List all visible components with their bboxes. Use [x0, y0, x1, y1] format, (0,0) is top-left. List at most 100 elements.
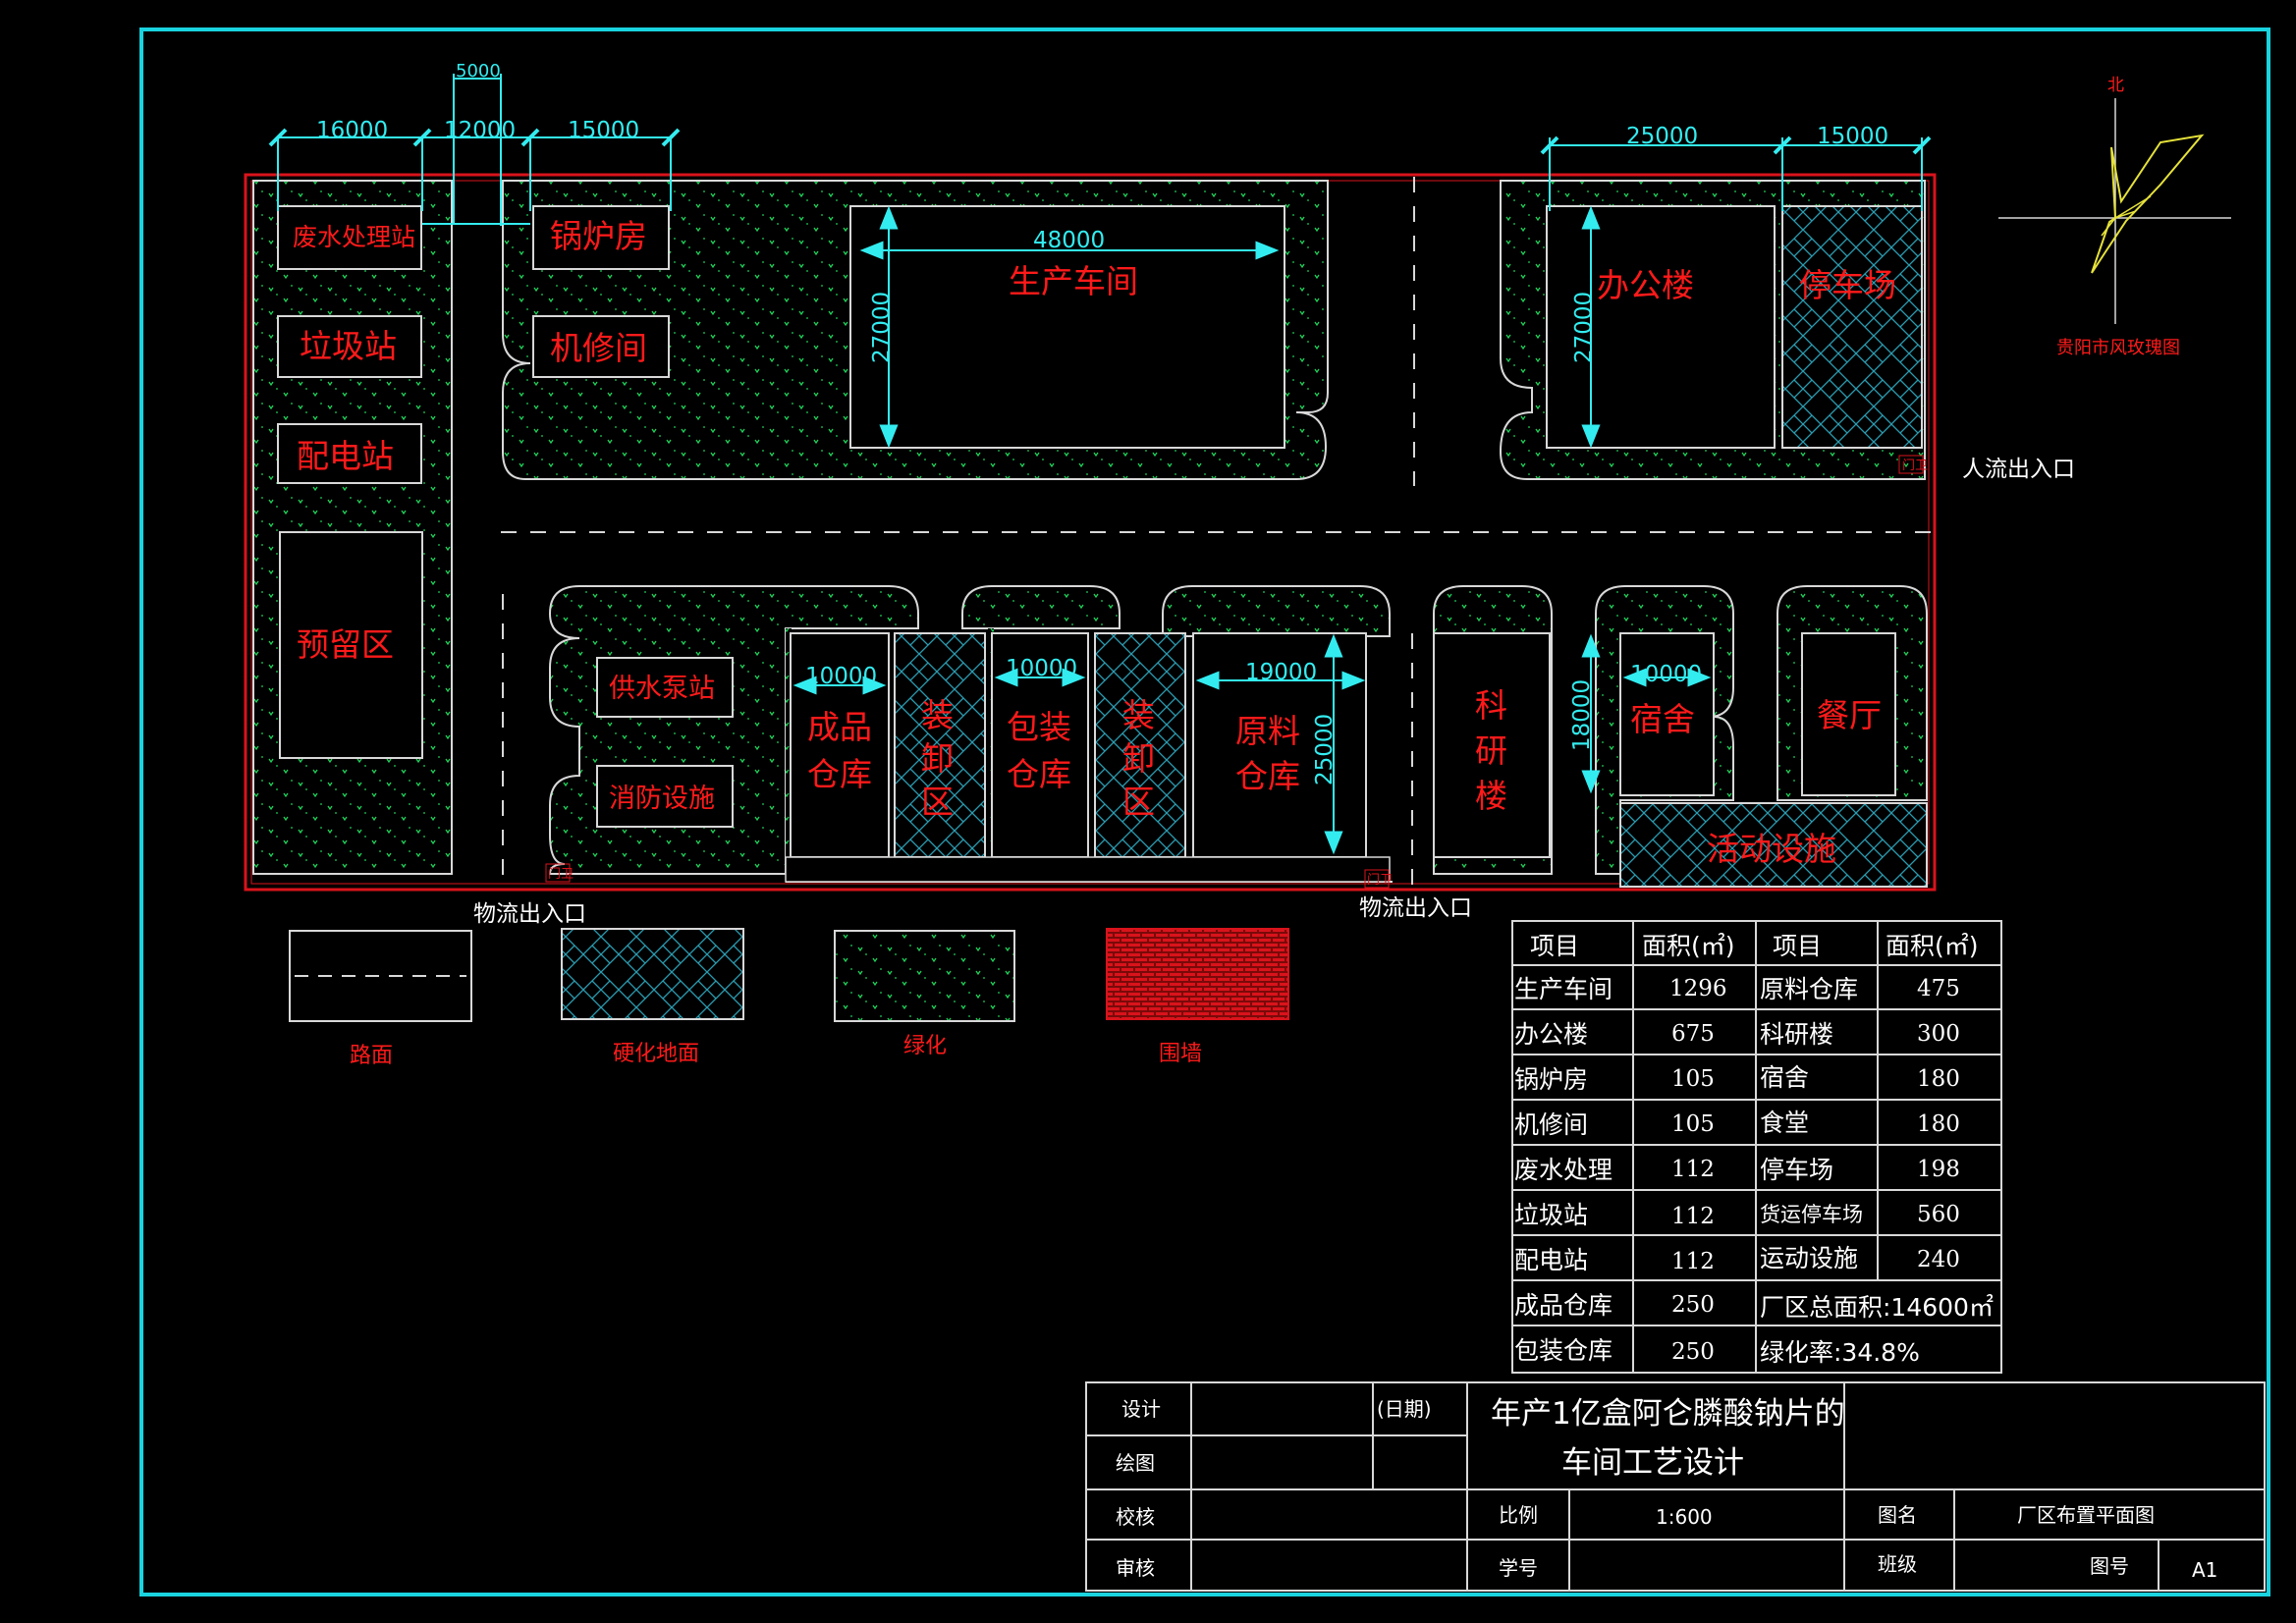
building-labels: 废水处理站 锅炉房 垃圾站 机修间 配电站 生产车间 办公楼 停车场 预留区 供… — [293, 217, 1896, 868]
tb-check: 校核 — [1116, 1505, 1155, 1529]
table-cell: 180 — [1917, 1111, 1960, 1137]
dim-5000: 5000 — [456, 61, 501, 81]
table-cell: 240 — [1917, 1247, 1960, 1272]
label-parking: 停车场 — [1799, 266, 1896, 304]
table-cell: 生产车间 — [1514, 975, 1613, 1003]
label-loading-2b: 卸 — [1122, 739, 1155, 778]
label-packaging-1: 包装 — [1007, 708, 1071, 746]
tb-number-value: A1 — [2192, 1558, 2217, 1582]
tb-name-value: 厂区布置平面图 — [2017, 1503, 2155, 1527]
table-cell: 垃圾站 — [1514, 1201, 1588, 1229]
table-cell: 宿舍 — [1760, 1063, 1809, 1092]
table-cell: 锅炉房 — [1514, 1065, 1588, 1094]
table-header-3: 项目 — [1773, 932, 1822, 960]
entrance-people: 人流出入口 — [1962, 457, 2075, 482]
area-table-text: 项目 面积(㎡) 项目 面积(㎡) 生产车间 1296 原料仓库 475 办公楼… — [1514, 932, 1994, 1367]
table-cell: 货运停车场 — [1760, 1203, 1863, 1226]
label-garbage: 垃圾站 — [300, 327, 397, 365]
label-reserved: 预留区 — [297, 625, 394, 664]
legend-label-paved: 硬化地面 — [613, 1042, 699, 1066]
label-loading-2c: 区 — [1122, 783, 1155, 821]
label-loading-1c: 区 — [921, 783, 954, 821]
legend-label-wall: 围墙 — [1159, 1042, 1202, 1066]
dim-19000: 19000 — [1245, 660, 1317, 685]
wind-rose-caption: 贵阳市风玫瑰图 — [2056, 338, 2180, 358]
title-block — [1085, 1381, 2266, 1592]
label-activity: 活动设施 — [1707, 830, 1836, 868]
tb-name-label: 图名 — [1878, 1503, 1917, 1527]
legend-swatch-wall — [1106, 928, 1289, 1020]
gate-marks: 门卫 门卫 门卫 — [545, 455, 1928, 889]
dimension-text: 5000 16000 12000 15000 25000 15000 48000… — [316, 61, 1888, 785]
tb-scale-label: 比例 — [1499, 1503, 1538, 1527]
legend-label-green: 绿化 — [903, 1034, 947, 1058]
tb-design: 设计 — [1121, 1397, 1161, 1421]
label-office: 办公楼 — [1597, 266, 1694, 304]
tb-student-label: 学号 — [1499, 1556, 1538, 1580]
table-cell: 废水处理 — [1514, 1156, 1613, 1184]
label-dorm: 宿舍 — [1630, 700, 1695, 738]
dim-27000-a: 27000 — [869, 292, 895, 363]
label-power: 配电站 — [297, 437, 394, 475]
table-cell: 112 — [1671, 1157, 1715, 1182]
table-cell: 475 — [1917, 976, 1960, 1001]
table-cell: 112 — [1671, 1249, 1715, 1274]
entrance-labels: 人流出入口 物流出入口 物流出入口 — [473, 457, 2075, 927]
table-green-ratio: 绿化率:34.8% — [1760, 1338, 1920, 1367]
dim-16000: 16000 — [316, 118, 388, 143]
table-cell: 运动设施 — [1760, 1244, 1858, 1272]
drawing-border — [139, 27, 2270, 1596]
label-research-1: 科 — [1475, 686, 1507, 725]
label-production: 生产车间 — [1009, 262, 1138, 300]
road-centerlines — [501, 177, 1940, 889]
tb-review: 审核 — [1116, 1556, 1155, 1580]
table-cell: 停车场 — [1760, 1156, 1833, 1184]
label-boiler: 锅炉房 — [550, 217, 647, 255]
site-wall — [244, 173, 1937, 892]
platform-base — [785, 856, 1391, 883]
compass-north: 北 — [2107, 76, 2124, 95]
dim-10000-a: 10000 — [805, 664, 877, 689]
label-finished-2: 仓库 — [807, 755, 872, 793]
legend: 路面 硬化地面 绿化 围墙 — [289, 928, 1289, 1068]
label-research-3: 楼 — [1475, 777, 1507, 815]
table-cell: 105 — [1671, 1066, 1715, 1092]
label-repair: 机修间 — [550, 329, 647, 367]
table-cell: 原料仓库 — [1760, 975, 1858, 1003]
dimension-lines — [268, 74, 1932, 855]
table-cell: 1296 — [1669, 976, 1727, 1001]
table-cell: 250 — [1671, 1339, 1715, 1365]
table-cell: 300 — [1917, 1021, 1960, 1047]
table-cell: 560 — [1917, 1202, 1960, 1227]
gate-mark-2: 门卫 — [548, 867, 574, 882]
tb-title-line2: 车间工艺设计 — [1561, 1445, 1744, 1481]
area-table — [1511, 920, 2002, 1374]
gate-mark-3: 门卫 — [1367, 873, 1393, 888]
tb-date: (日期) — [1377, 1397, 1432, 1421]
dim-25000-b: 25000 — [1312, 714, 1338, 785]
tb-number-label: 图号 — [2090, 1554, 2129, 1578]
tb-drawing: 绘图 — [1116, 1451, 1155, 1475]
table-cell: 成品仓库 — [1514, 1291, 1613, 1320]
dim-10000-b: 10000 — [1006, 656, 1077, 681]
table-cell: 办公楼 — [1514, 1020, 1588, 1049]
label-packaging-2: 仓库 — [1007, 755, 1071, 793]
label-fire: 消防设施 — [609, 784, 715, 814]
title-block-text: 设计 (日期) 绘图 校核 审核 年产1亿盒阿仑膦酸钠片的 车间工艺设计 比例 … — [1116, 1396, 2217, 1582]
table-cell: 食堂 — [1760, 1109, 1809, 1137]
table-cell: 180 — [1917, 1066, 1960, 1092]
table-cell: 配电站 — [1514, 1246, 1588, 1274]
label-raw-2: 仓库 — [1235, 757, 1300, 795]
dim-27000-b: 27000 — [1571, 292, 1597, 363]
entrance-logistics-1: 物流出入口 — [473, 901, 586, 927]
wind-rose-shape — [2091, 134, 2205, 274]
table-header-1: 项目 — [1530, 932, 1579, 960]
gate-mark-1: 门卫 — [1902, 459, 1928, 473]
label-loading-1b: 卸 — [921, 739, 954, 778]
table-cell: 112 — [1671, 1204, 1715, 1229]
dim-18000: 18000 — [1569, 679, 1595, 751]
table-cell: 机修间 — [1514, 1110, 1588, 1139]
dim-25000: 25000 — [1626, 124, 1698, 149]
table-cell: 105 — [1671, 1111, 1715, 1137]
label-loading-1a: 装 — [921, 696, 954, 734]
